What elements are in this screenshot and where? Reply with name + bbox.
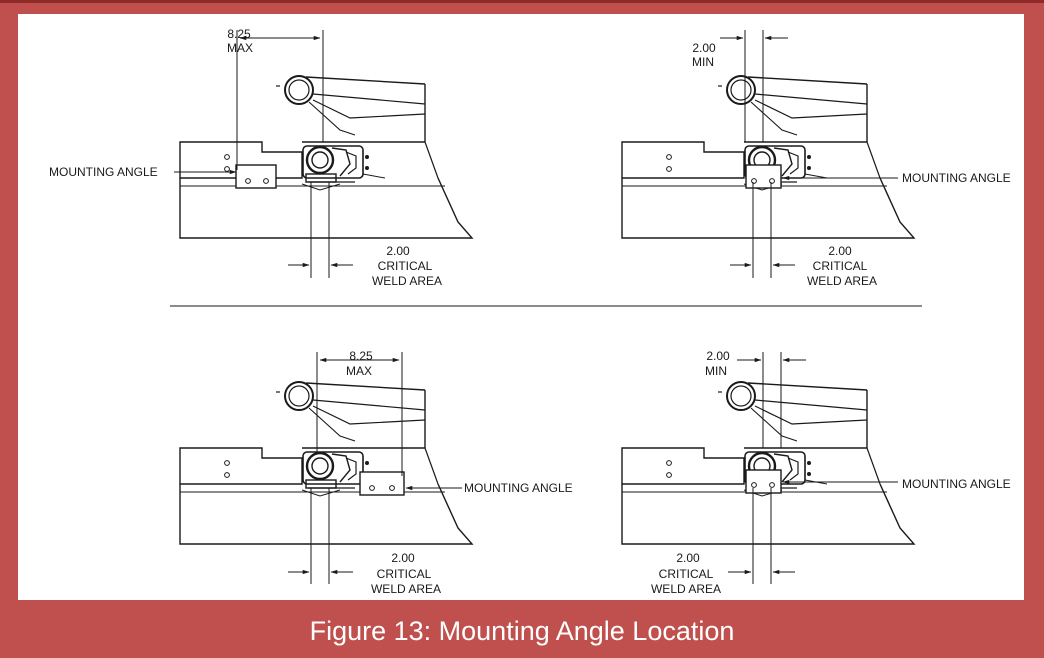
mounting-angle-label-bottom-right: MOUNTING ANGLE [902,477,1011,491]
drawing-panel [18,14,1024,600]
view-top-right [620,30,916,278]
dim-top-left-value: 8.25 [227,27,251,41]
mounting-angle-plate [745,164,782,189]
mounting-angle-plate [359,471,405,496]
dim-bottom-right-unit: MIN [705,364,727,378]
mounting-angle-label-top-right: MOUNTING ANGLE [902,171,1011,185]
view-top-left [174,30,474,278]
view-bottom-left [178,352,474,584]
weld-value-top-right: 2.00 [828,244,852,258]
dim-bottom-left-unit: MAX [346,364,372,378]
mounting-angle-plate [745,469,782,494]
figure-caption: Figure 13: Mounting Angle Location [309,616,735,646]
dim-top-right-value: 2.00 [692,41,716,55]
weld-line2-bottom-left: WELD AREA [371,582,441,596]
weld-value-top-left: 2.00 [386,244,410,258]
weld-line1-bottom-left: CRITICAL [377,567,432,581]
mounting-angle-label-bottom-left: MOUNTING ANGLE [464,481,573,495]
weld-value-bottom-right: 2.00 [676,551,700,565]
view-bottom-right [620,352,916,584]
mounting-angle-label-top-left: MOUNTING ANGLE [49,165,158,179]
weld-line1-bottom-right: CRITICAL [659,567,714,581]
weld-line2-bottom-right: WELD AREA [651,582,721,596]
dim-top-left-unit: MAX [227,41,253,55]
weld-line1-top-right: CRITICAL [813,259,868,273]
dim-bottom-right-value: 2.00 [706,349,730,363]
weld-value-bottom-left: 2.00 [391,551,415,565]
weld-line1-top-left: CRITICAL [378,259,433,273]
dim-top-right-unit: MIN [692,55,714,69]
dim-bottom-left-value: 8.25 [349,349,373,363]
weld-line2-top-right: WELD AREA [807,274,877,288]
mounting-angle-plate [235,164,277,189]
weld-line2-top-left: WELD AREA [372,274,442,288]
